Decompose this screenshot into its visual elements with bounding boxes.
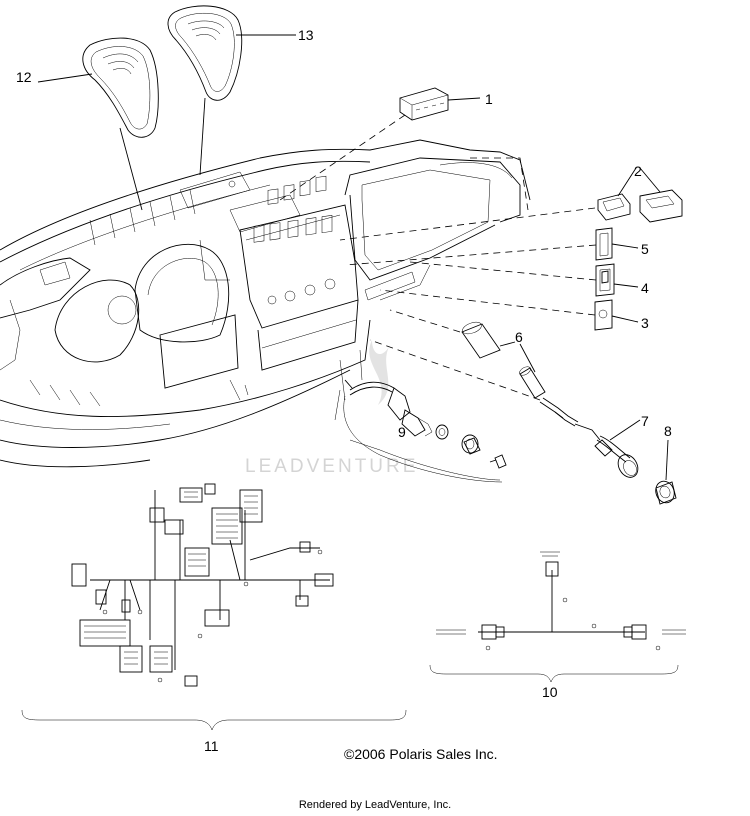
copyright-notice: ©2006 Polaris Sales Inc. [344, 746, 498, 762]
callout-1: 1 [485, 91, 493, 107]
part-8-nut [655, 480, 677, 505]
part-6-receptacle [461, 321, 546, 399]
callout-13: 13 [298, 27, 314, 43]
callout-3: 3 [641, 315, 649, 331]
render-credit: Rendered by LeadVenture, Inc. [298, 799, 452, 811]
part-10-bracket [429, 664, 679, 683]
callout-4: 4 [641, 280, 649, 296]
watermark-text: LEADVENTURE [245, 456, 418, 477]
callout-9: 9 [398, 424, 406, 440]
dashboard-assembly [0, 139, 531, 468]
callout-12: 12 [16, 69, 32, 85]
part-3-switch [594, 299, 613, 331]
watermark: LEADVENTURE [245, 340, 418, 477]
callout-10: 10 [542, 684, 558, 700]
callout-11: 11 [204, 738, 219, 754]
callout-7: 7 [641, 413, 649, 429]
part-12-pad [82, 37, 159, 138]
callout-6: 6 [515, 329, 523, 345]
part-4-rocker-switch [595, 263, 615, 297]
callout-2: 2 [634, 163, 642, 179]
part-5-switch-cover [595, 227, 613, 261]
part-9-key-switch [334, 381, 507, 481]
callout-8: 8 [664, 423, 672, 439]
part-7-cable [539, 397, 639, 478]
part-11-bracket [21, 709, 407, 731]
part-13-pad [167, 5, 243, 101]
part-11-main-harness [71, 483, 334, 687]
part-2-bezels [597, 189, 683, 223]
part-10-headlight-harness [436, 551, 686, 651]
part-9-bracket [343, 395, 503, 483]
part-1-connector [399, 87, 449, 121]
callout-5: 5 [641, 241, 649, 257]
